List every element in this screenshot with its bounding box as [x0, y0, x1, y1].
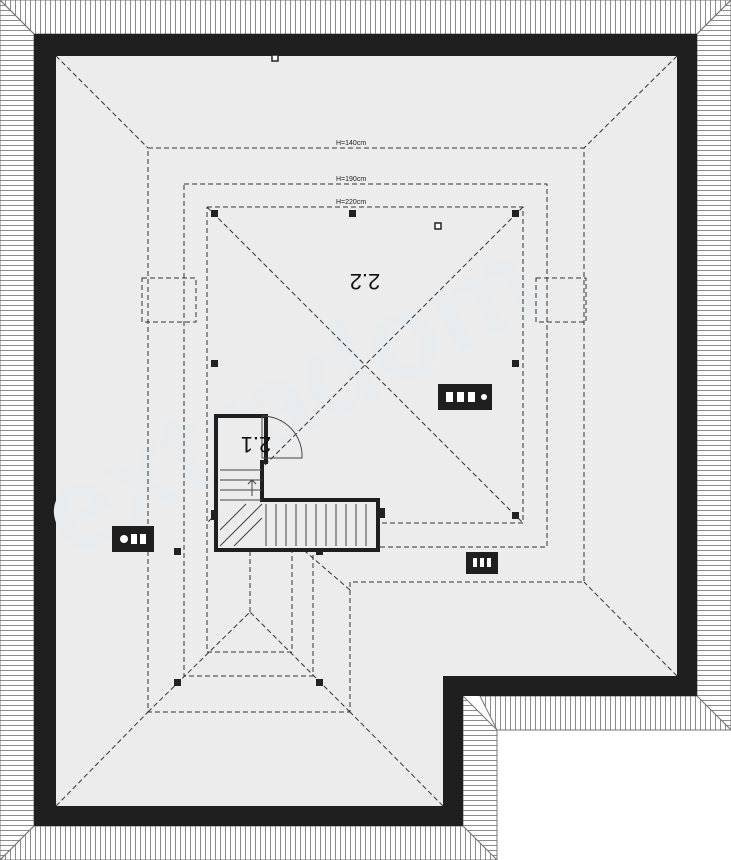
height-label-220: H=220cm	[336, 199, 366, 206]
post	[211, 210, 218, 217]
post	[316, 679, 323, 686]
post	[512, 360, 519, 367]
attic-floor	[56, 56, 677, 806]
post	[512, 512, 519, 519]
room-label-2-1: 2.1	[241, 432, 272, 457]
post	[174, 548, 181, 555]
room-label-2-2: 2.2	[350, 269, 381, 294]
chimney-right	[438, 384, 492, 410]
roof-lines	[55, 55, 678, 807]
post	[211, 360, 218, 367]
door-swing	[261, 415, 303, 459]
chimney-left	[112, 526, 154, 552]
height-labels: H=140cm H=190cm H=220cm	[336, 140, 366, 206]
height-label-190: H=190cm	[336, 176, 366, 183]
stair-treads	[219, 469, 367, 547]
height-label-140: H=140cm	[336, 140, 366, 147]
post	[512, 210, 519, 217]
post	[174, 679, 181, 686]
chimney-small	[466, 552, 498, 574]
vent-marker	[434, 222, 442, 230]
vent-marker	[271, 54, 279, 62]
staircase-room	[211, 414, 385, 552]
vent-markers	[271, 54, 442, 230]
post	[349, 210, 356, 217]
